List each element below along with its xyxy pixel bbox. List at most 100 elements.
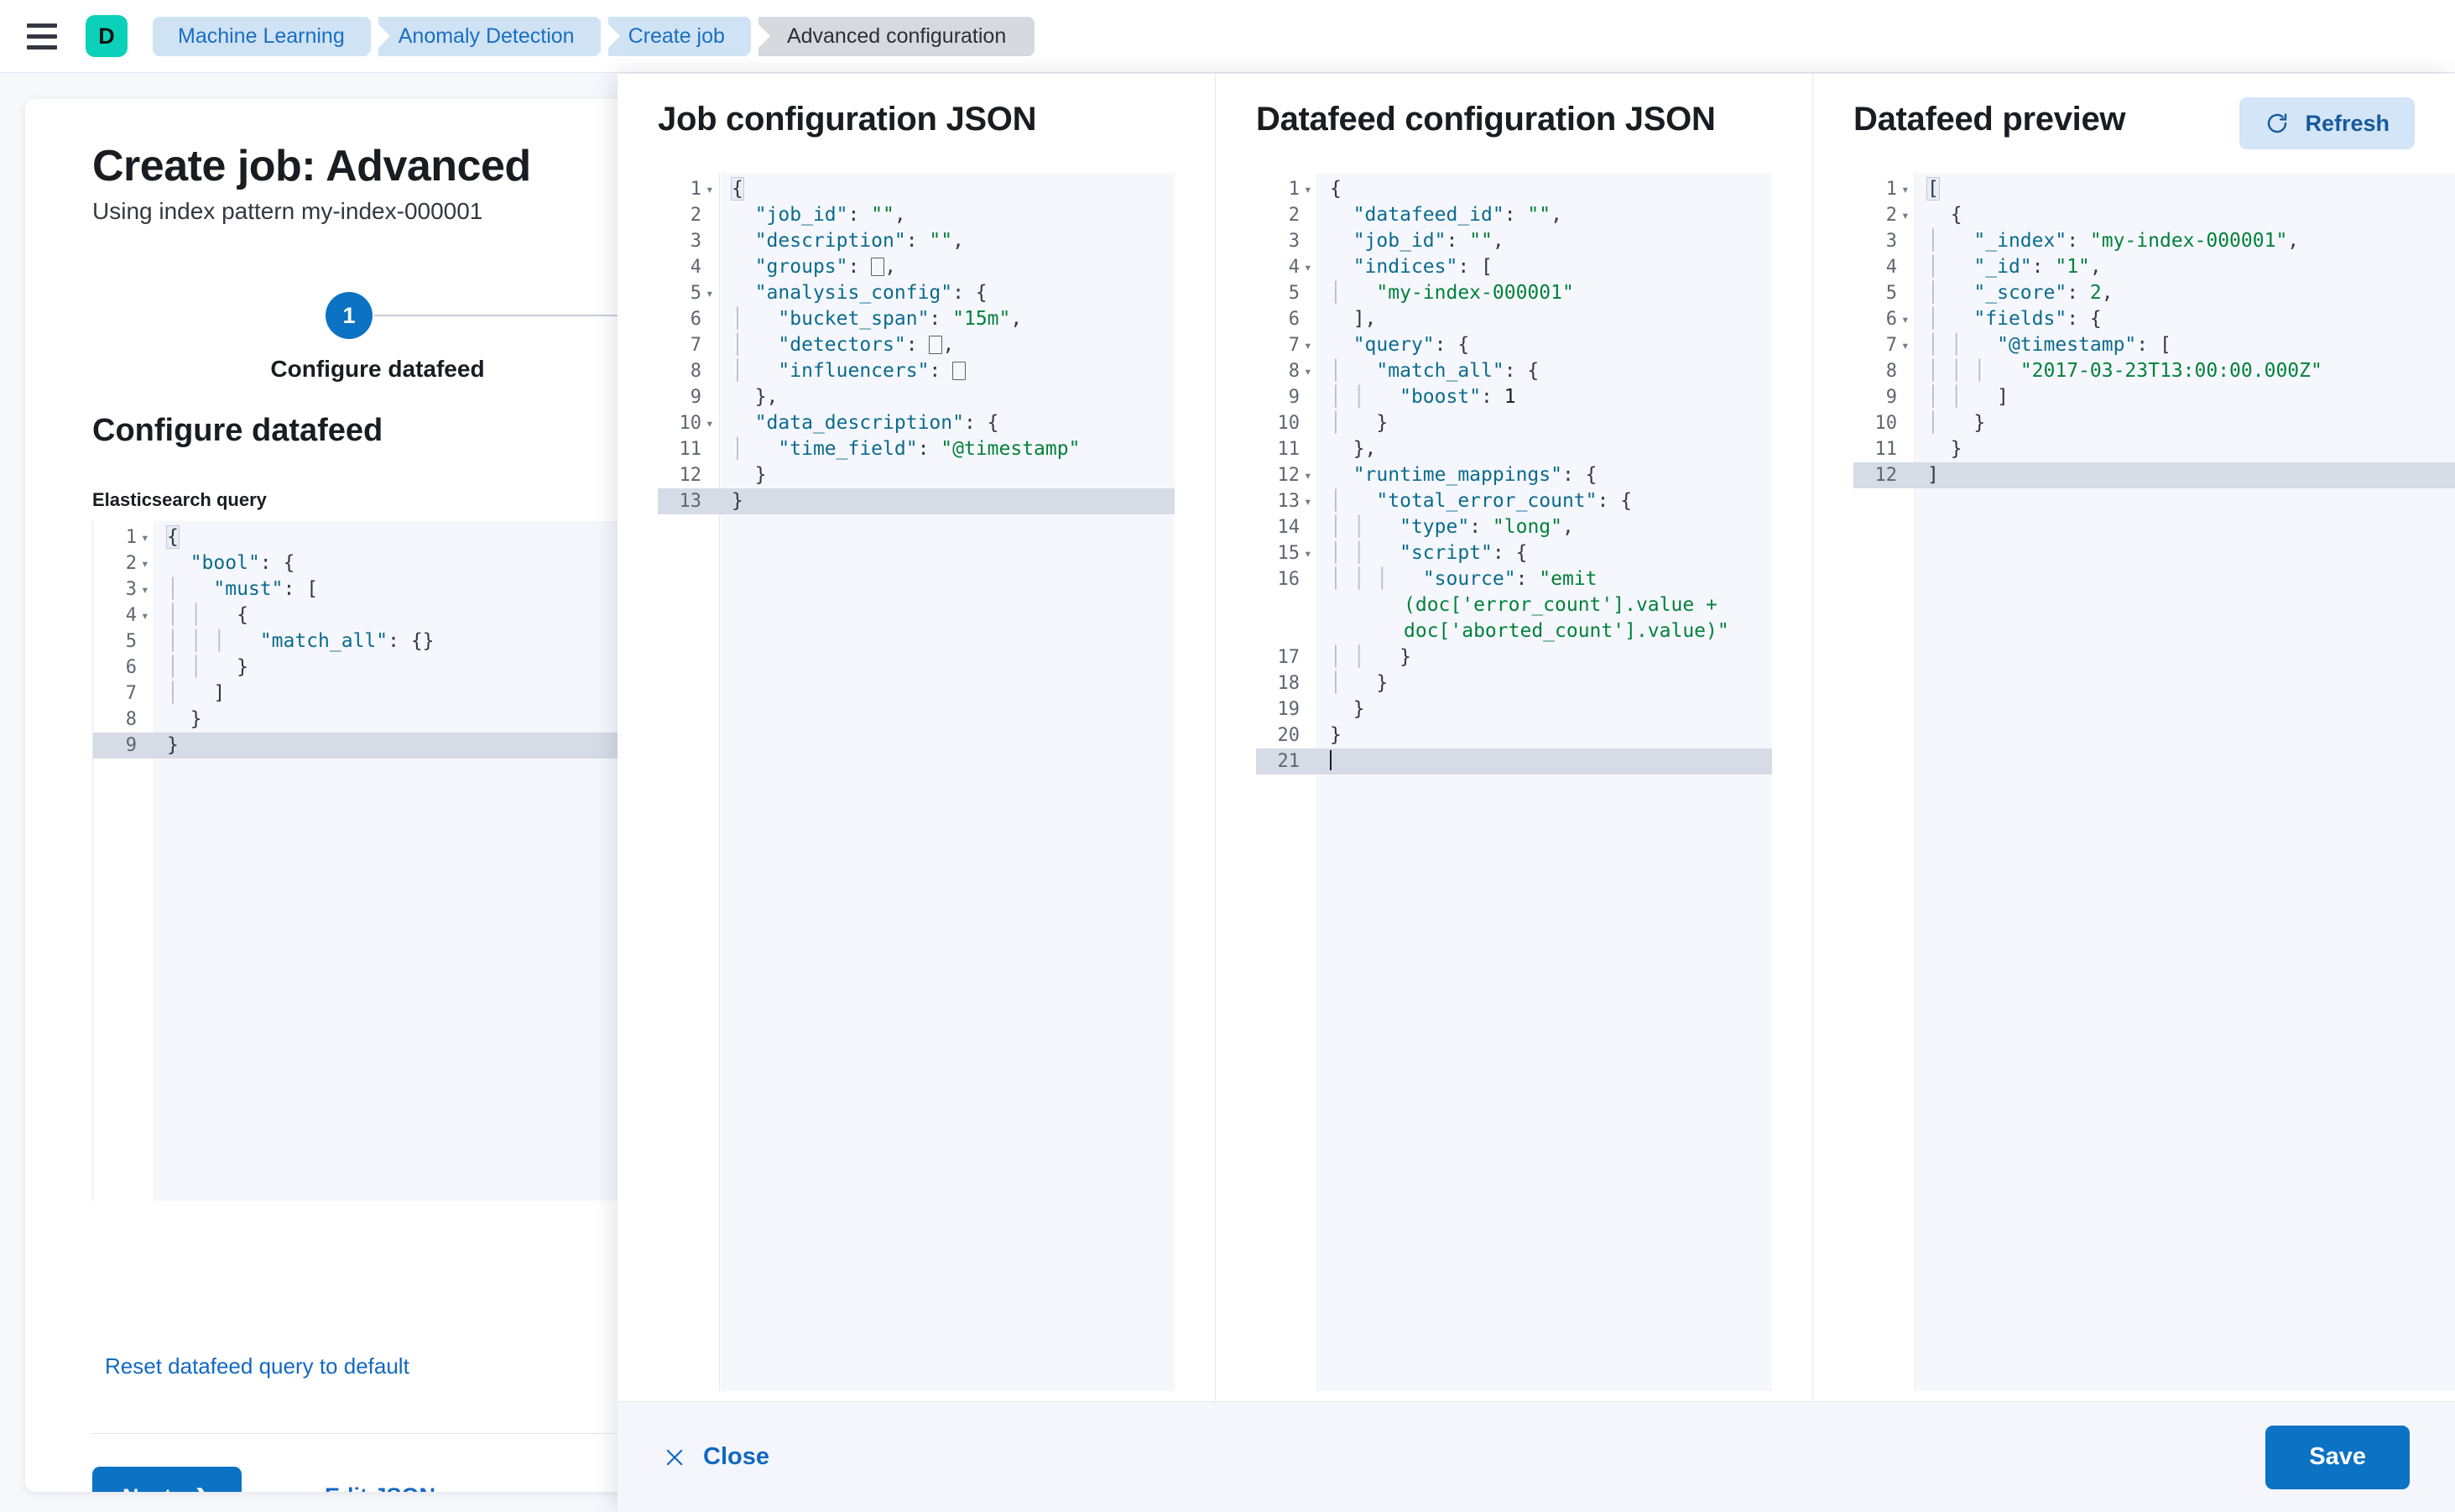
page-subtitle: Using index pattern my-index-000001 <box>92 198 483 224</box>
breadcrumb-item-0[interactable]: Machine Learning <box>153 16 390 56</box>
next-button[interactable]: Next ❯ <box>92 1467 242 1492</box>
editor-line: 8 } <box>125 708 202 730</box>
next-button-label: Next <box>122 1484 172 1493</box>
stepper-step-1-label: Configure datafeed <box>270 356 485 382</box>
advanced-configuration-flyout: Job configuration JSON 1▾{ 2 "job_id": ""… <box>618 74 2455 1512</box>
editor-line: 8│ │ │ "2017-03-23T13:00:00.000Z" <box>1885 360 2322 382</box>
editor-line: 6│ "bucket_span": "15m", <box>690 308 1023 330</box>
editor-line: 17│ │ } <box>1277 646 1411 668</box>
datafeed-preview-title: Datafeed preview <box>1853 101 2126 138</box>
editor-line: 14│ │ "type": "long", <box>1277 516 1574 538</box>
close-button-label: Close <box>703 1443 769 1470</box>
editor-line: 9 }, <box>690 386 779 408</box>
reset-datafeed-query-link[interactable]: Reset datafeed query to default <box>105 1353 409 1379</box>
editor-line: 1▾{ <box>690 177 744 201</box>
datafeed-preview-json-editor[interactable]: 1▾[ 2▾ { 3│ "_index": "my-index-000001", 4│… <box>1853 173 2455 1391</box>
hamburger-bar <box>27 34 57 39</box>
editor-background <box>1319 173 1772 1391</box>
editor-line: 2 "job_id": "", <box>690 204 906 226</box>
editor-line: 4▾│ │ { <box>125 604 248 626</box>
editor-line: 19 } <box>1277 698 1365 720</box>
refresh-button-label: Refresh <box>2305 110 2390 136</box>
editor-line: 3 "description": "", <box>690 230 964 252</box>
editor-gutter <box>658 173 720 1391</box>
elasticsearch-query-label: Elasticsearch query <box>92 489 267 510</box>
editor-line: 11 }, <box>1277 438 1377 460</box>
section-title: Configure datafeed <box>92 413 383 448</box>
breadcrumb-item-3[interactable]: Advanced configuration <box>758 16 1035 56</box>
editor-background <box>1916 173 2455 1391</box>
editor-line: 8▾│ "match_all": { <box>1288 360 1540 382</box>
editor-line: 11 } <box>1874 438 1962 460</box>
editor-line: 4│ "_id": "1", <box>1885 256 2102 278</box>
editor-line: 5│ "my-index-000001" <box>1288 282 1574 304</box>
editor-line: 13▾│ "total_error_count": { <box>1277 490 1633 512</box>
save-button[interactable]: Save <box>2265 1425 2410 1489</box>
editor-line: 5▾ "analysis_config": { <box>690 282 988 304</box>
editor-line: 8│ "influencers": <box>658 358 1175 384</box>
editor-line-wrapped: doc['aborted_count'].value)" <box>1404 620 1729 642</box>
close-x-icon <box>666 1449 683 1465</box>
editor-line: 4▾ "indices": [ <box>1288 256 1493 278</box>
datafeed-configuration-json-editor[interactable]: 1▾{2 "datafeed_id": "",3 "job_id": "",4▾… <box>1256 173 1772 1391</box>
datafeed-preview-column: Datafeed preview Refresh 1▾[ 2▾ { 3│ "_ind… <box>1812 74 2455 1401</box>
hamburger-menu-icon[interactable] <box>27 18 64 55</box>
editor-line: 20} <box>1277 724 1342 746</box>
editor-line: 12 } <box>679 464 767 486</box>
editor-line: 5│ "_score": 2, <box>1885 282 2114 304</box>
editor-line: 16│ │ │ "source": "emit <box>1277 568 1598 590</box>
editor-line: 5│ │ │ "match_all": {} <box>125 630 435 652</box>
stepper-step-1[interactable]: 1 <box>326 292 373 339</box>
job-configuration-header: Job configuration JSON <box>618 74 1215 173</box>
job-configuration-title: Job configuration JSON <box>658 101 1037 138</box>
editor-background <box>721 173 1175 1391</box>
editor-line: 6▾│ "fields": { <box>1885 308 2102 330</box>
editor-line: 1▾{ <box>1288 178 1342 200</box>
hamburger-bar <box>27 23 57 28</box>
chevron-right-icon: ❯ <box>194 1484 212 1493</box>
editor-line: 11│ "time_field": "@timestamp" <box>679 438 1081 460</box>
editor-gutter <box>1256 173 1318 1391</box>
datafeed-configuration-header: Datafeed configuration JSON <box>1216 74 1812 173</box>
editor-line: 12] <box>1853 462 2455 488</box>
datafeed-configuration-title: Datafeed configuration JSON <box>1256 101 1716 138</box>
editor-line: 1▾{ <box>125 525 180 549</box>
breadcrumb-item-1[interactable]: Anomaly Detection <box>378 16 620 56</box>
flyout-body: Job configuration JSON 1▾{ 2 "job_id": ""… <box>618 74 2455 1401</box>
flyout-footer: Close Save <box>618 1401 2455 1512</box>
editor-line: 1▾[ <box>1885 177 1940 201</box>
editor-line: 6│ │ } <box>125 656 248 678</box>
editor-line: 7▾│ │ "@timestamp": [ <box>1885 334 2171 356</box>
refresh-button[interactable]: Refresh <box>2239 97 2415 149</box>
editor-line: 13} <box>658 488 1175 514</box>
page-title: Create job: Advanced <box>92 142 531 190</box>
editor-lines: 1▾{2 "datafeed_id": "",3 "job_id": "",4▾… <box>1256 173 1772 774</box>
breadcrumb-item-2[interactable]: Create job <box>607 16 771 56</box>
divider <box>92 1433 1015 1434</box>
editor-line: 9│ │ "boost": 1 <box>1288 386 1516 408</box>
editor-line: 18│ } <box>1277 672 1389 694</box>
editor-line: 3│ "_index": "my-index-000001", <box>1885 230 2300 252</box>
editor-line: 21 <box>1256 748 1772 774</box>
editor-line: 15▾│ │ "script": { <box>1277 542 1528 564</box>
refresh-icon <box>2268 113 2287 133</box>
editor-line: 6 ], <box>1288 308 1377 330</box>
hamburger-bar <box>27 44 57 50</box>
editor-line: 10│ } <box>1874 412 1986 434</box>
close-button[interactable]: Close <box>663 1443 769 1471</box>
job-configuration-json-editor[interactable]: 1▾{ 2 "job_id": "", 3 "description": "", 4 … <box>658 173 1175 1391</box>
editor-line: 7│ ] <box>125 682 226 704</box>
editor-line: 2▾ "bool": { <box>125 552 295 574</box>
edit-json-link[interactable]: Edit JSON <box>325 1483 435 1492</box>
editor-line: 4 "groups": , <box>690 256 897 278</box>
editor-gutter <box>93 521 155 1201</box>
editor-line: 10│ } <box>1277 412 1389 434</box>
avatar[interactable]: D <box>86 15 128 57</box>
editor-line: 10▾ "data_description": { <box>679 412 999 434</box>
editor-line: 2▾ { <box>1885 204 1962 226</box>
editor-line: 9│ │ ] <box>1885 386 2009 408</box>
editor-line: 3 "job_id": "", <box>1288 230 1504 252</box>
editor-line: 7│ "detectors": , <box>690 334 955 356</box>
